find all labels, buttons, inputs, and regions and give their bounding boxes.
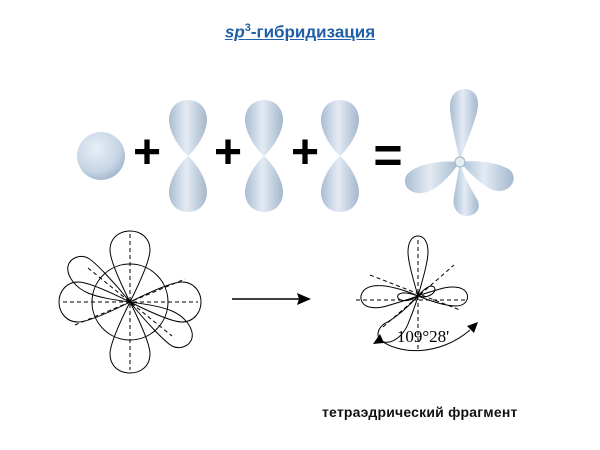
p-orbital [321, 100, 359, 212]
title-suffix: -гибридизация [250, 22, 376, 42]
angle-label: 109°28' [397, 327, 449, 346]
hybrid-orbitals-outline [356, 235, 471, 352]
angle-arc-arrowhead [373, 334, 384, 344]
s-orbital [77, 132, 125, 180]
plus-sign: + [133, 126, 161, 179]
angle-arc-arrowhead [467, 322, 478, 333]
plus-sign: + [291, 126, 319, 179]
caption: тетраэдрический фрагмент [322, 404, 518, 420]
equals-sign: = [373, 127, 402, 183]
transformation-arrow [232, 293, 311, 305]
p-orbital [245, 100, 283, 212]
page-title: sp3-гибридизация [0, 22, 600, 43]
p-orbital [169, 100, 207, 212]
sp3-hybrid-orbitals [404, 89, 514, 216]
atomic-orbitals-outline [58, 230, 202, 374]
plus-sign: + [214, 126, 242, 179]
title-superscript: 3 [244, 22, 251, 34]
title-sp: sp [224, 22, 245, 42]
